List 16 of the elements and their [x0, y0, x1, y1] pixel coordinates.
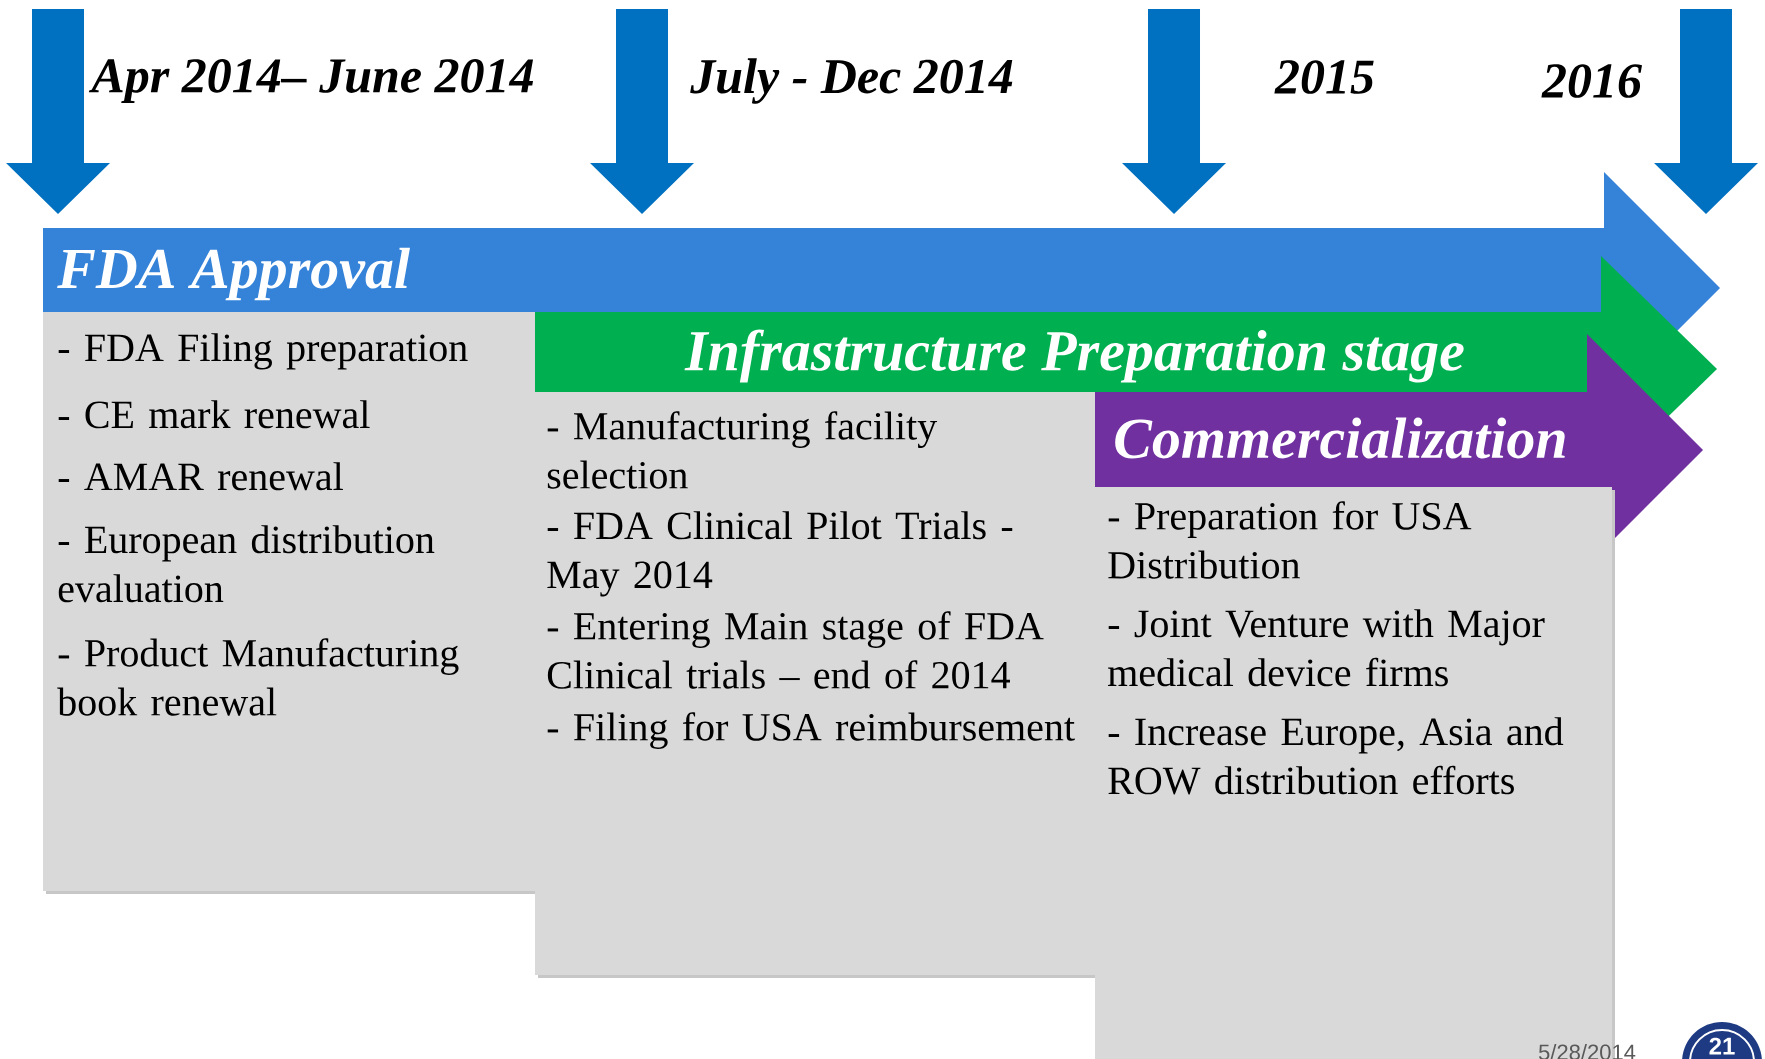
bullet-text: - Entering Main stage of FDA Clinical trials – end of 2014 [547, 611, 1044, 689]
bullet-text: - Joint Venture with Major medical device firms [1108, 609, 1545, 687]
bullet-text: - AMAR renewal [58, 462, 343, 491]
bullet-text: - Filing for USA reimbursement [547, 712, 1075, 749]
bullet-text: - FDA Filing preparation [58, 333, 468, 370]
bullet-text: - European distribution evaluation [58, 525, 435, 603]
date-label: July - Dec 2014 [690, 58, 1013, 104]
date-label: 2016 [1541, 64, 1642, 98]
bullet-text: - Product Manufacturing book renewal [57, 638, 459, 716]
date-label: 2015 [1274, 60, 1374, 94]
bullet-text: - Increase Europe, Asia and ROW distribution efforts [1108, 717, 1564, 795]
text-panel [535, 392, 1098, 978]
date-label: Apr 2014– June 2014 [88, 59, 533, 103]
bullet-text: - FDA Clinical Pilot Trials - May 2014 [547, 511, 1013, 597]
text-panel [43, 312, 538, 894]
page-number-badge: 21 [1682, 1022, 1762, 1059]
